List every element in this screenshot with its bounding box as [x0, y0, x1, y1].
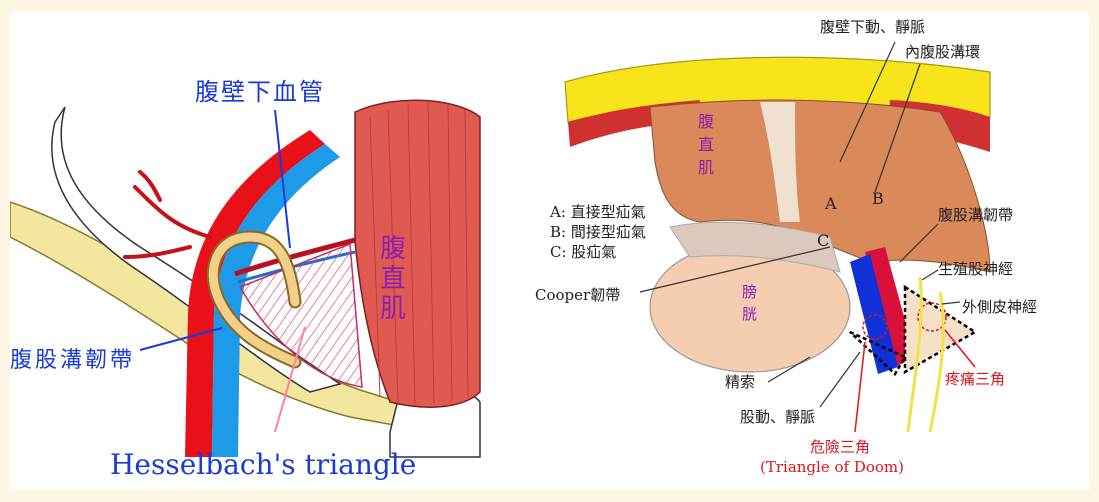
hesselbach-label: Hesselbach's triangle: [110, 448, 416, 481]
rectus-label-3: 肌: [380, 294, 406, 324]
rectus-muscle-shape: [355, 100, 480, 407]
marker-a: A: [824, 194, 837, 213]
bladder-label-2: 胱: [742, 305, 757, 323]
triangle-doom-label: 危險三角: [810, 438, 870, 456]
legend-b: B: 間接型疝氣: [550, 223, 646, 241]
marker-b: B: [872, 189, 884, 208]
triangle-doom-en-label: (Triangle of Doom): [760, 458, 904, 476]
vas-label: 精索: [725, 373, 755, 391]
internal-ring-label: 內腹股溝環: [905, 43, 980, 61]
lateral-cutaneous-label: 外側皮神經: [962, 298, 1037, 316]
rectus-label-2: 直: [380, 264, 406, 294]
rectus-label-1: 腹: [380, 234, 406, 264]
right-anatomy-panel: A B C 腹壁下動、靜脈 內腹股溝環 腹 直 肌 A: 直接型疝氣 B: 間接…: [520, 12, 1089, 490]
triangle-pain-label: 疼痛三角: [945, 370, 1005, 388]
genitofemoral-leader: [922, 270, 938, 280]
femoral-av-leader: [820, 352, 860, 407]
inguinal-ligament-r-label: 腹股溝韌帶: [938, 206, 1013, 224]
inferior-epigastric-label: 腹壁下血管: [195, 78, 325, 106]
doom-leader: [855, 342, 865, 432]
rectus-r-label-3: 肌: [698, 158, 714, 177]
left-anatomy-panel: 腹壁下血管 腹 直 肌 腹股溝韌帶 Hesselbach's triangle: [10, 12, 540, 490]
cooper-label: Cooper韌帶: [535, 286, 620, 304]
right-anatomy-svg: A B C 腹壁下動、靜脈 內腹股溝環 腹 直 肌 A: 直接型疝氣 B: 間接…: [520, 12, 1089, 490]
artery-branch-shape: [125, 172, 210, 257]
legend-c: C: 股疝氣: [550, 243, 616, 261]
inferior-epigastric-av-label: 腹壁下動、靜脈: [820, 18, 925, 36]
lateral-cutaneous-leader: [942, 302, 960, 304]
bladder-label-1: 膀: [742, 283, 757, 301]
genitofemoral-label: 生殖股神經: [938, 260, 1013, 278]
inguinal-ligament-label: 腹股溝韌帶: [10, 348, 135, 373]
legend-a: A: 直接型疝氣: [549, 203, 646, 221]
femoral-av-label: 股動、靜脈: [740, 408, 815, 426]
left-anatomy-svg: 腹壁下血管 腹 直 肌 腹股溝韌帶 Hesselbach's triangle: [10, 12, 540, 490]
rectus-r-label-2: 直: [698, 135, 714, 154]
rectus-r-label-1: 腹: [698, 112, 714, 131]
